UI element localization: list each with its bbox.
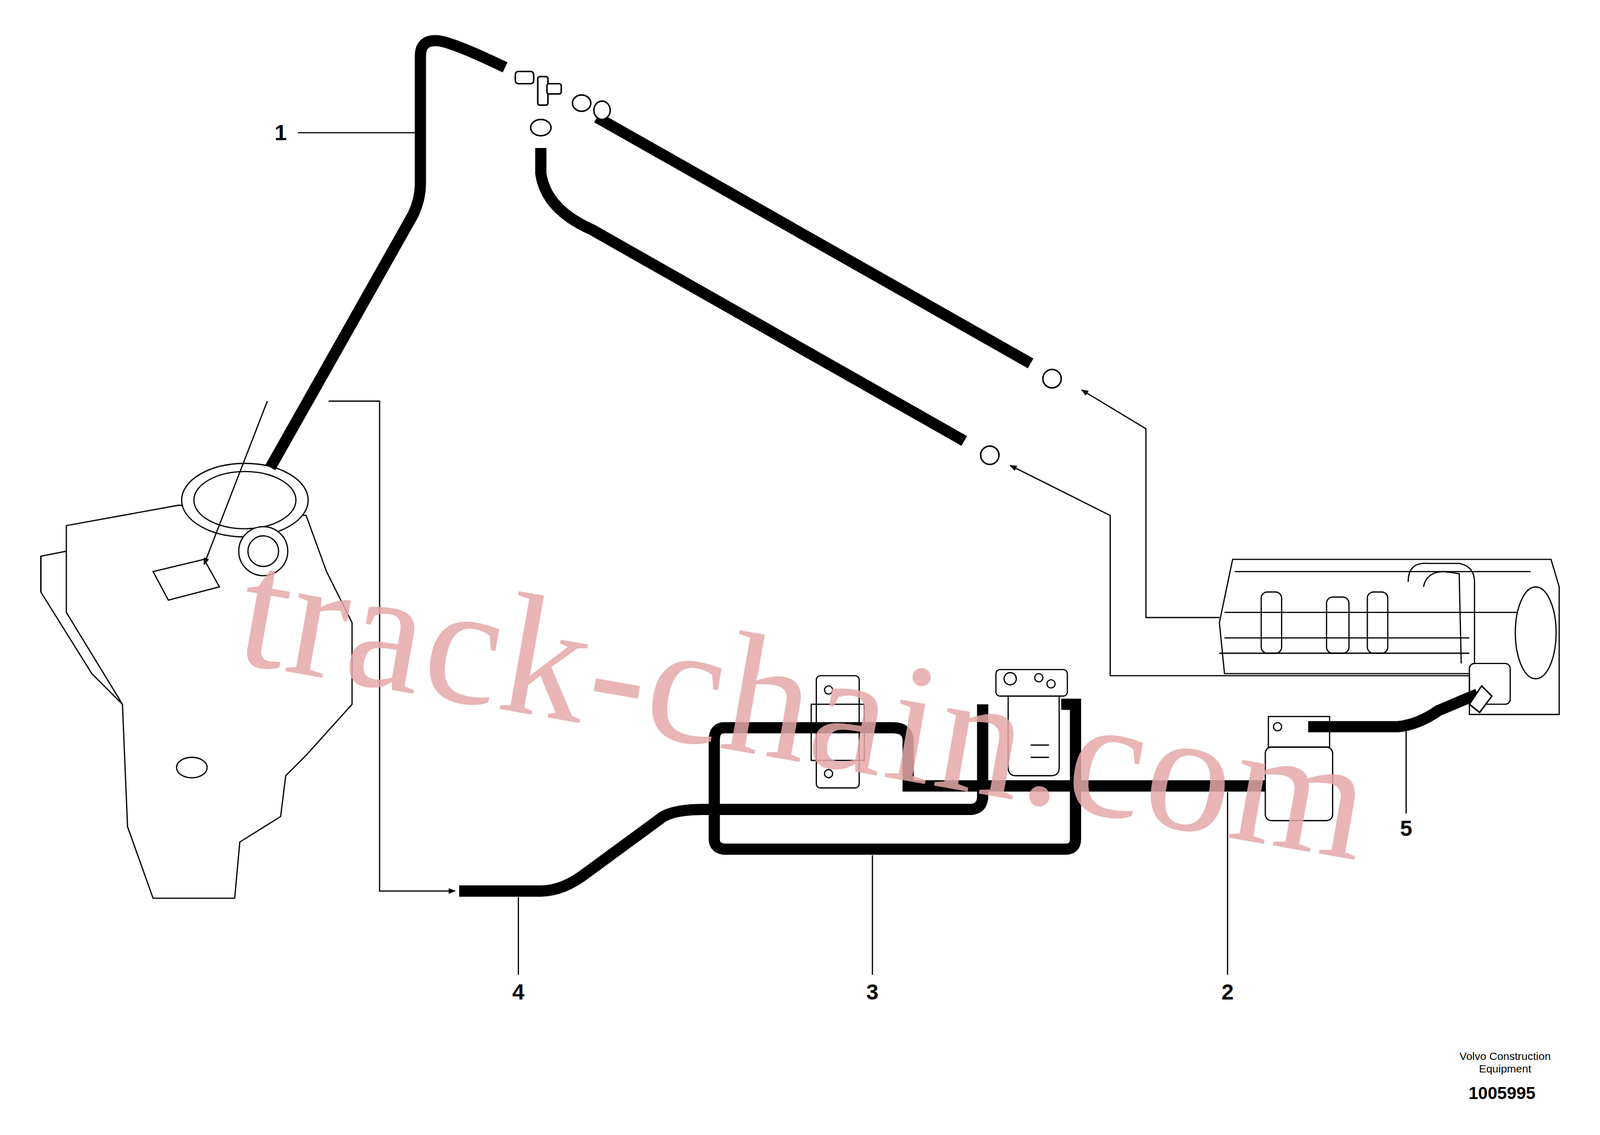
leader-lines (204, 132, 1470, 975)
callout-number: 5 (1399, 815, 1412, 841)
callout-number: 3 (866, 979, 879, 1005)
drawing-number: 1005995 (1468, 1083, 1536, 1103)
watermark: track-chain.com (226, 507, 1387, 901)
callout-number: 4 (512, 979, 525, 1005)
maker-name: Volvo Construction Equipment (1445, 1049, 1566, 1075)
callout-number: 1 (274, 120, 287, 146)
callout-number: 2 (1221, 979, 1234, 1005)
